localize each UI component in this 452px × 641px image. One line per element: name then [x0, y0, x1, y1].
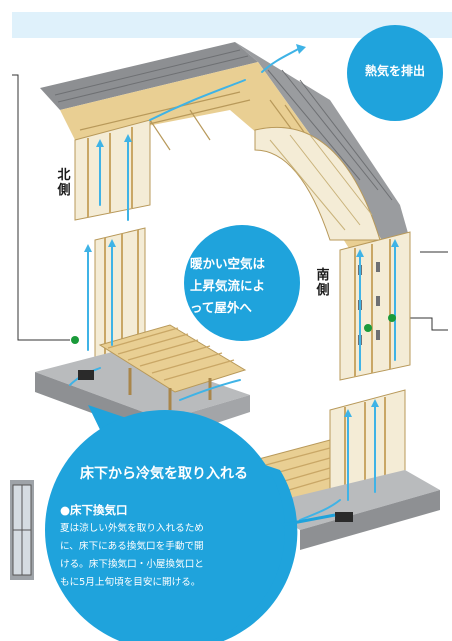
- bubble-intake-pointer: [281, 513, 336, 527]
- label-south: 南側: [316, 268, 330, 298]
- vent-markers: [71, 314, 396, 344]
- floor-deck-left: [98, 324, 247, 410]
- warm-air-text: 暖かい空気は 上昇気流によ って屋外へ: [190, 253, 300, 319]
- guide-line-right-2: [400, 317, 448, 331]
- intake-body-line-2: に、床下にある換気口を手動で開: [60, 541, 204, 552]
- intake-body-line-4: もに5月上旬頃を目安に開ける。: [60, 577, 201, 588]
- window-photo: [10, 480, 34, 580]
- underfloor-vent-right: [335, 512, 353, 522]
- intake-subtitle: ●床下換気口: [60, 503, 128, 517]
- airflow-arrowheads: [84, 44, 399, 417]
- warm-air-line-3: って屋外へ: [190, 300, 252, 315]
- south-wall: [339, 231, 411, 381]
- airflow-arrows: [69, 47, 396, 521]
- intake-body-line-1: 夏は涼しい外気を取り入れるため: [60, 523, 204, 534]
- bubble-intake-circle: [45, 410, 285, 641]
- heat-exhaust-text: 熱気を排出: [364, 64, 425, 78]
- warm-air-line-1: 暖かい空気は: [190, 256, 266, 271]
- label-north: 北側: [57, 168, 71, 198]
- bubble-heat-exhaust: [347, 25, 443, 121]
- intake-title: 床下から冷気を取り入れる: [80, 466, 248, 482]
- roof-underside: [60, 62, 385, 250]
- intake-body: 夏は涼しい外気を取り入れるため に、床下にある換気口を手動で開 ける。床下換気口…: [60, 520, 282, 592]
- intake-body-line-3: ける。床下換気口・小屋換気口と: [60, 559, 204, 570]
- roof: [40, 42, 410, 250]
- warm-air-line-2: 上昇気流によ: [190, 278, 266, 293]
- bubble-warm-air: [184, 225, 300, 341]
- north-wall-upper: [74, 119, 151, 221]
- guide-line-left: [12, 74, 70, 341]
- foundation-right: [260, 470, 440, 550]
- underfloor-vent-left: [78, 370, 94, 380]
